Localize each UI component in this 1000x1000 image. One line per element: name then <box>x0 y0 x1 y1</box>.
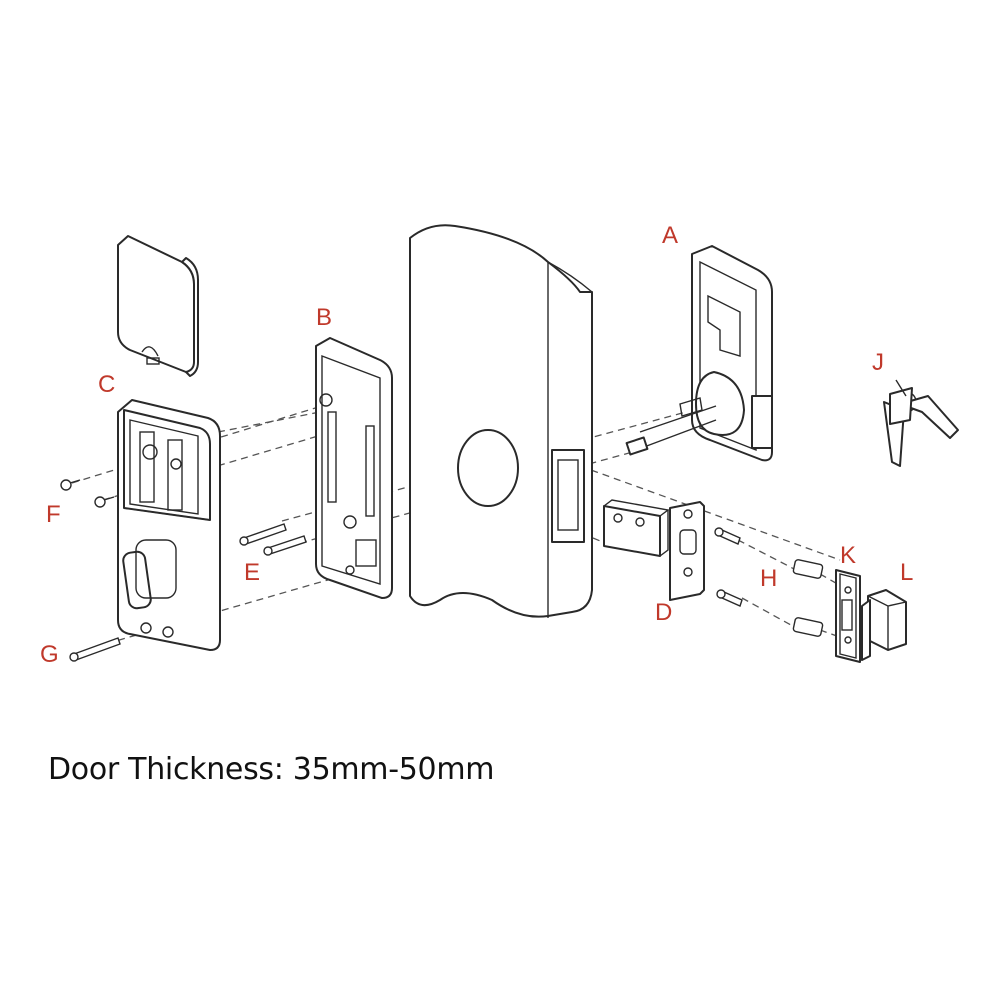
label-j: J <box>872 349 884 376</box>
screw-f2 <box>94 496 115 508</box>
screw-e1 <box>239 523 287 546</box>
label-e: E <box>244 559 260 586</box>
screw-h2 <box>716 589 743 607</box>
screw-e2 <box>263 535 307 556</box>
mounting-plate <box>315 337 393 599</box>
label-l: L <box>900 559 913 586</box>
label-k: K <box>840 542 856 569</box>
screw-k1 <box>792 559 824 579</box>
screw-h1 <box>714 527 741 545</box>
screw-f1 <box>60 479 81 491</box>
strike-box <box>861 589 907 661</box>
label-a: A <box>662 222 678 249</box>
strike-plate <box>835 569 861 663</box>
screw-k2 <box>792 617 824 637</box>
screw-g <box>69 637 121 662</box>
label-g: G <box>40 641 59 668</box>
label-h: H <box>760 565 777 592</box>
interior-lock-body <box>625 245 773 462</box>
label-b: B <box>316 304 332 331</box>
latch-bolt <box>603 499 705 601</box>
battery-cover <box>117 235 199 377</box>
label-d: D <box>655 599 672 626</box>
label-f: F <box>46 501 61 528</box>
door-thickness-caption: Door Thickness: 35mm-50mm <box>48 752 495 787</box>
label-c: C <box>98 371 115 398</box>
keys <box>883 379 959 467</box>
exterior-lock-body <box>117 399 221 651</box>
door-cutaway <box>409 224 593 618</box>
